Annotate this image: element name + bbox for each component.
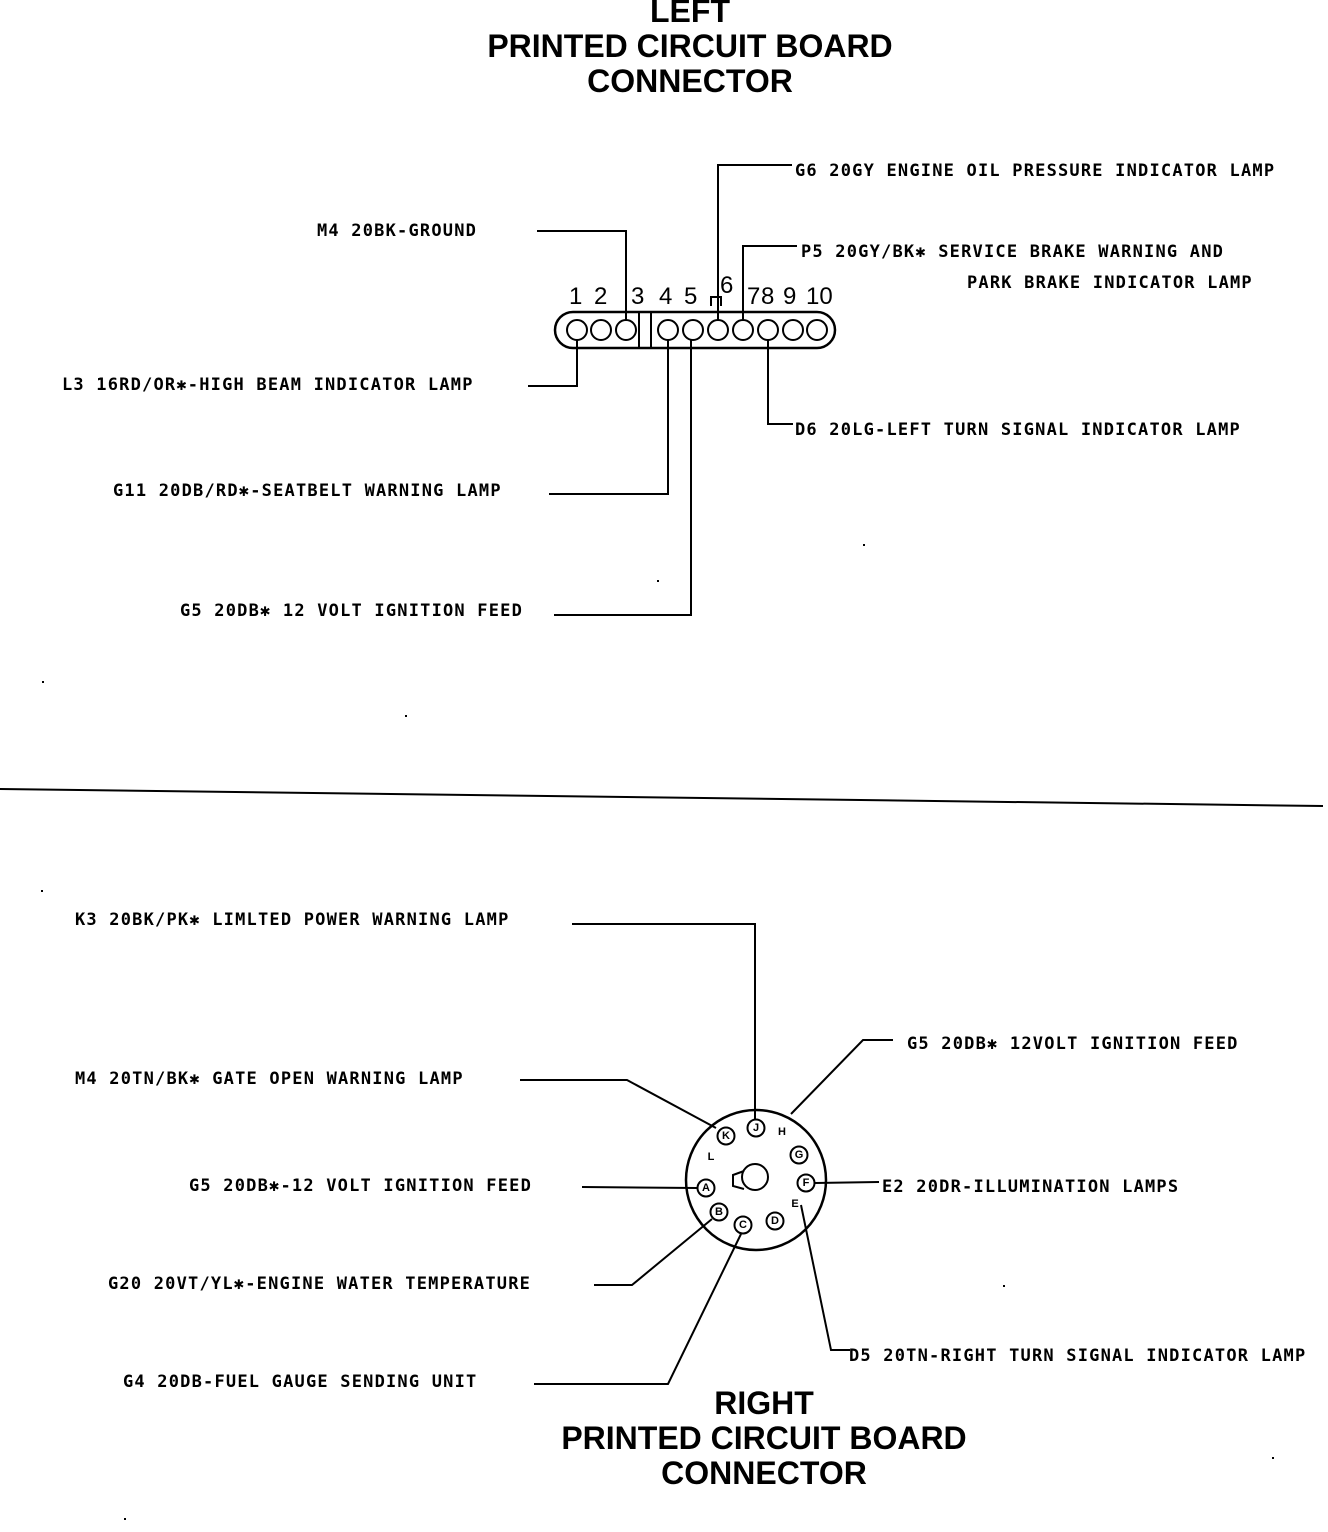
d6-wire-label: D6 20LG-LEFT TURN SIGNAL INDICATOR LAMP — [795, 420, 1241, 440]
g5-upper-right-wire-label: G5 20DB✱ 12VOLT IGNITION FEED — [907, 1034, 1239, 1054]
right-pin-d — [765, 1211, 785, 1231]
g5-right-leader — [790, 1039, 893, 1115]
left-pin-10 — [806, 319, 828, 341]
pin-6-key — [710, 296, 722, 306]
left-pin-6 — [707, 319, 729, 341]
scan-speck — [863, 544, 865, 546]
left-title-line-2: PRINTED CIRCUIT BOARD — [487, 28, 893, 64]
left-pin-3 — [615, 319, 637, 341]
g6-wire-label: G6 20GY ENGINE OIL PRESSURE INDICATOR LA… — [795, 161, 1276, 181]
right-connector-center-hole — [741, 1163, 769, 1191]
left-pin-number-5: 5 — [684, 283, 698, 310]
d5-leader — [800, 1204, 850, 1351]
right-pin-letter-h: H — [778, 1126, 786, 1138]
g6-leader — [717, 164, 792, 320]
right-connector-title: RIGHT PRINTED CIRCUIT BOARD CONNECTOR — [504, 1386, 1024, 1491]
scan-speck — [1003, 1285, 1005, 1287]
right-pin-a — [696, 1178, 716, 1198]
right-pin-letter-k: K — [722, 1130, 730, 1142]
m4-gate-leader — [520, 1079, 717, 1129]
g5-right-side-wire-label: G5 20DB✱-12 VOLT IGNITION FEED — [189, 1176, 533, 1196]
k3-wire-label: K3 20BK/PK✱ LIMLTED POWER WARNING LAMP — [75, 910, 510, 930]
l3-wire-label: L3 16RD/OR✱-HIGH BEAM INDICATOR LAMP — [62, 375, 474, 395]
right-pin-letter-b: B — [715, 1206, 723, 1218]
p5-wire-label-line-2: PARK BRAKE INDICATOR LAMP — [967, 273, 1253, 293]
left-pin-number-3: 3 — [631, 283, 645, 310]
left-pin-number-1: 1 — [569, 283, 583, 310]
left-pin-8 — [757, 319, 779, 341]
right-pin-letter-f: F — [802, 1177, 810, 1189]
g5-left-leader — [554, 340, 692, 616]
e2-leader — [814, 1181, 880, 1184]
right-pin-f — [796, 1173, 816, 1193]
p5-leader — [742, 245, 797, 320]
g4-wire-label: G4 20DB-FUEL GAUGE SENDING UNIT — [123, 1372, 478, 1392]
scan-speck — [405, 715, 407, 717]
scan-speck — [124, 1518, 126, 1520]
right-pin-letter-l: L — [707, 1151, 715, 1163]
left-title-line-3: CONNECTOR — [587, 63, 793, 99]
right-pin-letter-g: G — [794, 1149, 804, 1161]
g20-leader — [594, 1218, 713, 1286]
k3-leader — [572, 923, 756, 1119]
d5-wire-label: D5 20TN-RIGHT TURN SIGNAL INDICATOR LAMP — [849, 1346, 1307, 1366]
g5-left-wire-label: G5 20DB✱ 12 VOLT IGNITION FEED — [180, 601, 524, 621]
d6-leader — [767, 340, 793, 425]
left-pin-number-6: 6 — [720, 272, 734, 299]
m4-gate-wire-label: M4 20TN/BK✱ GATE OPEN WARNING LAMP — [75, 1069, 464, 1089]
right-title-line-1: RIGHT — [714, 1385, 814, 1421]
left-pin-number-8: 8 — [761, 283, 775, 310]
left-pin-5 — [682, 319, 704, 341]
scan-speck — [1272, 1457, 1274, 1459]
left-pin-number-10: 10 — [806, 283, 833, 310]
left-pin-4 — [657, 319, 679, 341]
scan-speck — [41, 890, 43, 892]
m4-ground-wire-label: M4 20BK-GROUND — [317, 221, 478, 241]
g4-leader — [534, 1233, 742, 1385]
left-pin-1 — [566, 319, 588, 341]
g11-leader — [549, 340, 669, 495]
right-connector-key — [732, 1170, 745, 1190]
right-pin-c — [733, 1215, 753, 1235]
right-pin-k — [716, 1126, 736, 1146]
right-pin-b — [709, 1202, 729, 1222]
left-pin-number-9: 9 — [783, 283, 797, 310]
scan-speck — [42, 681, 44, 683]
left-pin-2 — [590, 319, 612, 341]
left-connector-title: LEFT PRINTED CIRCUIT BOARD CONNECTOR — [430, 0, 950, 99]
right-pin-g — [789, 1145, 809, 1165]
g5-left-side-leader — [581, 1186, 698, 1189]
right-pin-letter-a: A — [702, 1182, 710, 1194]
right-pin-letter-d: D — [771, 1215, 779, 1227]
left-pin-7 — [732, 319, 754, 341]
left-pin-number-7: 7 — [747, 283, 761, 310]
left-pin-9 — [782, 319, 804, 341]
left-pin-number-4: 4 — [659, 283, 673, 310]
right-pin-letter-j: J — [752, 1122, 760, 1134]
left-pin-number-2: 2 — [594, 283, 608, 310]
e2-wire-label: E2 20DR-ILLUMINATION LAMPS — [882, 1177, 1180, 1197]
left-title-line-1: LEFT — [650, 0, 730, 29]
right-title-line-3: CONNECTOR — [661, 1455, 867, 1491]
g20-wire-label: G20 20VT/YL✱-ENGINE WATER TEMPERATURE — [108, 1274, 532, 1294]
p5-wire-label-line-1: P5 20GY/BK✱ SERVICE BRAKE WARNING AND — [801, 242, 1225, 262]
scan-speck — [657, 580, 659, 582]
right-pin-letter-e: E — [791, 1198, 799, 1210]
section-separator — [0, 788, 1324, 807]
m4-ground-leader — [537, 230, 627, 320]
right-pin-j — [746, 1118, 766, 1138]
l3-leader — [528, 340, 578, 387]
right-title-line-2: PRINTED CIRCUIT BOARD — [561, 1420, 967, 1456]
g11-wire-label: G11 20DB/RD✱-SEATBELT WARNING LAMP — [113, 481, 502, 501]
right-pin-letter-c: C — [739, 1219, 747, 1231]
left-connector-body — [553, 310, 837, 350]
